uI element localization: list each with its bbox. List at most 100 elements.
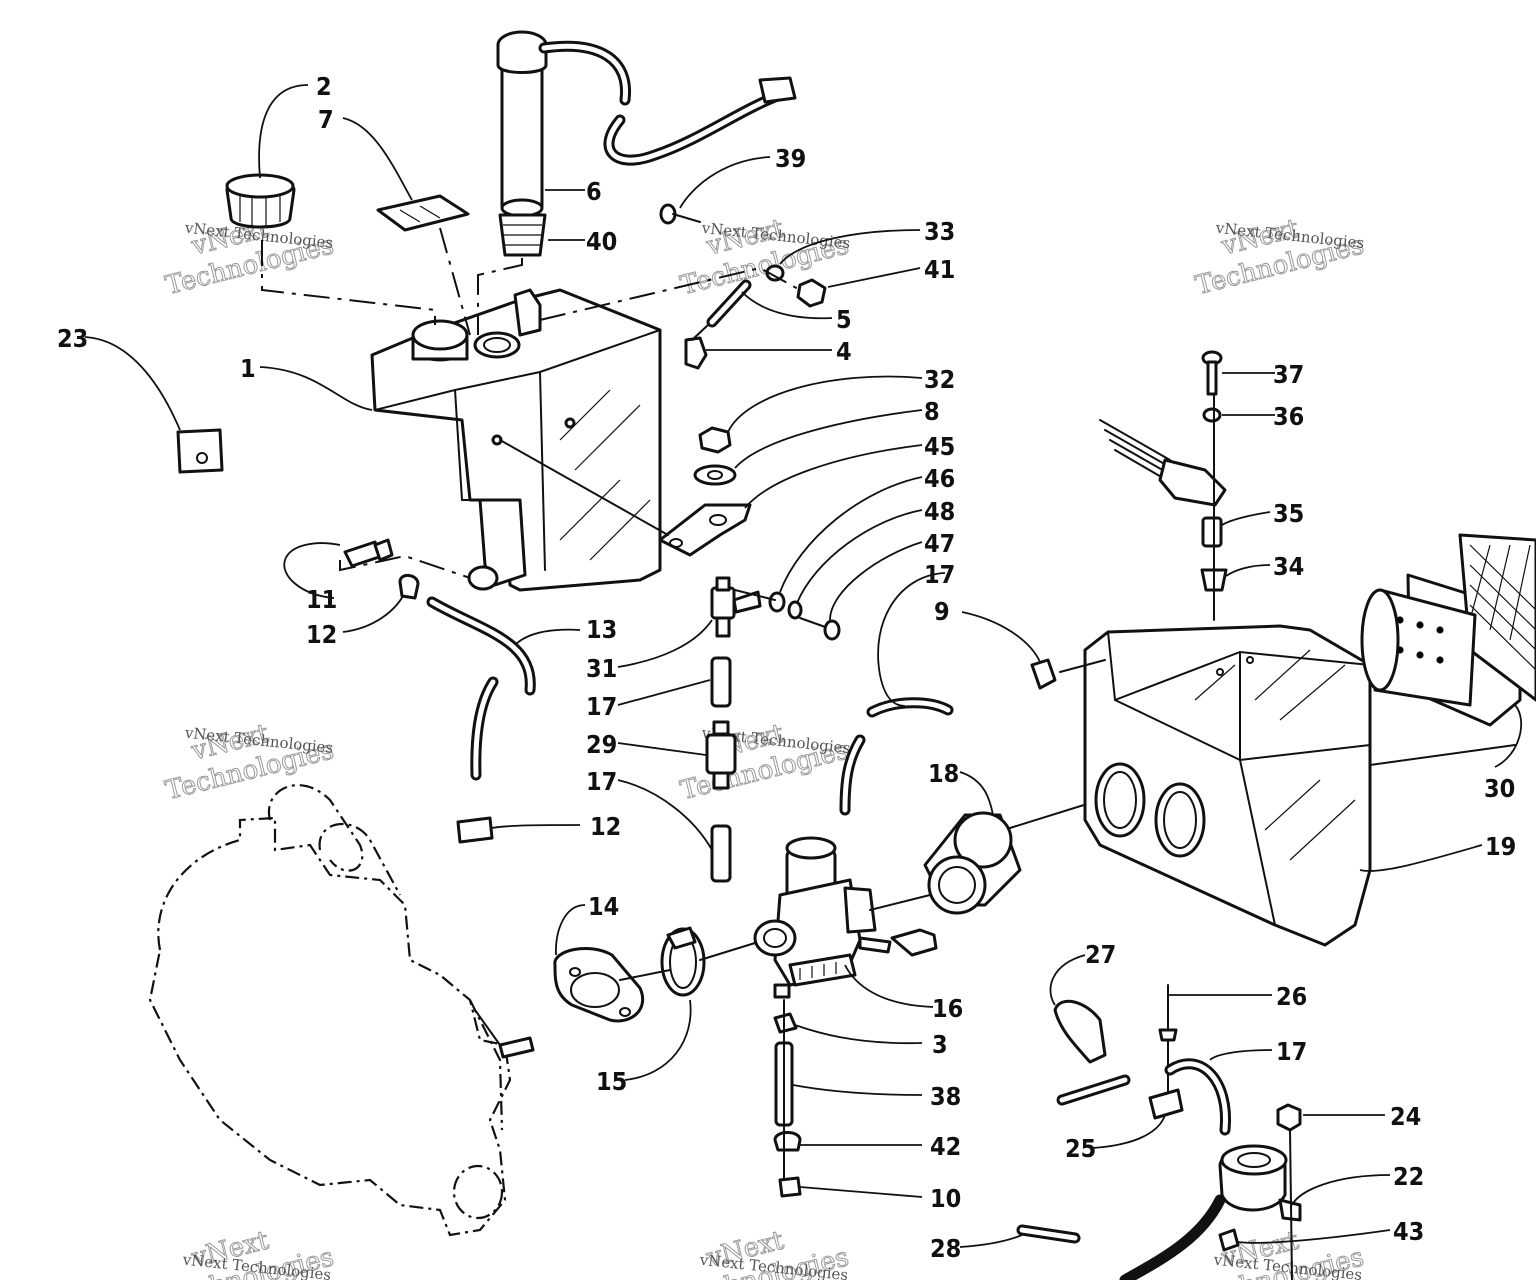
callout-17: 17 <box>586 767 617 796</box>
callout-33: 33 <box>924 217 955 246</box>
washer-48 <box>768 591 786 613</box>
hose-clamp-12-upper <box>398 574 420 600</box>
carb-clamp <box>660 926 706 997</box>
pump-outlet-hose <box>1119 1194 1226 1280</box>
bracket-assembly-line <box>499 439 669 536</box>
mounting-bracket <box>658 503 752 557</box>
intake-flange <box>553 946 645 1023</box>
callout-12: 12 <box>306 620 337 649</box>
cap-assembly-line <box>261 240 436 325</box>
washer-33 <box>765 264 785 282</box>
callout-42: 42 <box>930 1132 961 1161</box>
callout-15: 15 <box>596 1067 627 1096</box>
fuel-hose-short <box>710 656 732 708</box>
callout-12: 12 <box>590 812 621 841</box>
oil-line-assembly-line <box>339 554 471 579</box>
callout-6: 6 <box>586 177 602 206</box>
hose-clamp-12-lower <box>456 816 494 844</box>
tie-wrap <box>1158 984 1178 1096</box>
callout-9: 9 <box>934 597 950 626</box>
callout-34: 34 <box>1273 552 1304 581</box>
hose-clip-25 <box>1148 1088 1184 1120</box>
air-silencer <box>1083 624 1372 947</box>
fuel-pump <box>1218 1144 1302 1222</box>
callout-26: 26 <box>1276 982 1307 1011</box>
hose-clamp-3 <box>773 1012 798 1034</box>
callout-7: 7 <box>318 105 334 134</box>
callout-32: 32 <box>924 365 955 394</box>
callout-41: 41 <box>924 255 955 284</box>
pulse-hose <box>839 697 954 816</box>
callout-37: 37 <box>1273 360 1304 389</box>
callout-8: 8 <box>924 397 940 426</box>
clamp-43 <box>1218 1228 1240 1252</box>
wire-harness <box>1099 419 1227 507</box>
callout-14: 14 <box>588 892 619 921</box>
oil-hose <box>426 596 536 781</box>
callout-3: 3 <box>932 1030 948 1059</box>
callout-36: 36 <box>1273 402 1304 431</box>
fuel-hose-lower <box>710 824 732 883</box>
tube-assembly-line <box>1369 744 1516 766</box>
clip-9 <box>1030 658 1057 690</box>
screw-39 <box>659 203 701 225</box>
oil-line-fitting <box>343 538 394 568</box>
callout-13: 13 <box>586 615 617 644</box>
callout-28: 28 <box>930 1234 961 1263</box>
callout-23: 23 <box>57 324 88 353</box>
nut-24 <box>1276 1103 1302 1132</box>
callout-16: 16 <box>932 994 963 1023</box>
callout-4: 4 <box>836 337 852 366</box>
callout-24: 24 <box>1390 1102 1421 1131</box>
intake-assembly-line <box>619 942 756 981</box>
callout-22: 22 <box>1393 1162 1424 1191</box>
filler-cap <box>225 173 296 229</box>
callout-18: 18 <box>928 759 959 788</box>
callout-25: 25 <box>1065 1134 1096 1163</box>
pump-bolt-line <box>1289 1129 1293 1280</box>
callout-29: 29 <box>586 730 617 759</box>
nut-32 <box>698 426 732 454</box>
oil-level-sender <box>496 30 797 218</box>
carburetor <box>753 836 892 999</box>
callout-17: 17 <box>1276 1037 1307 1066</box>
bolt-46 <box>799 617 841 641</box>
callout-40: 40 <box>586 227 617 256</box>
gauge-assembly-line <box>477 258 523 335</box>
fuel-hose-28 <box>1016 1224 1081 1244</box>
gauge-grommet <box>498 213 547 257</box>
cable-strap <box>1053 999 1107 1064</box>
callout-31: 31 <box>586 654 617 683</box>
spacer-35 <box>1201 516 1223 548</box>
engine-phantom-outline <box>148 784 535 1237</box>
tank-decal <box>376 194 470 232</box>
callout-30: 30 <box>1484 774 1515 803</box>
callout-1: 1 <box>240 354 256 383</box>
callout-47: 47 <box>924 529 955 558</box>
callout-45: 45 <box>924 432 955 461</box>
bolt-37 <box>1201 350 1223 396</box>
callout-2: 2 <box>316 72 332 101</box>
callout-17: 17 <box>924 560 955 589</box>
callout-39: 39 <box>775 144 806 173</box>
tee-fitting <box>710 576 762 638</box>
callout-labels: 2 7 1 23 6 40 39 33 41 5 4 32 8 45 46 48… <box>57 72 1516 1263</box>
callout-48: 48 <box>924 497 955 526</box>
callout-38: 38 <box>930 1082 961 1111</box>
intake-boot <box>923 811 1022 915</box>
callout-35: 35 <box>1273 499 1304 528</box>
impulse-hose <box>1056 1058 1232 1136</box>
oil-tank <box>370 288 662 592</box>
leader-lines <box>84 84 1523 1248</box>
decal-assembly-line <box>439 227 471 336</box>
clip-assembly-line <box>1059 659 1106 673</box>
callout-19: 19 <box>1485 832 1516 861</box>
silencer-intake-tube <box>1360 588 1477 707</box>
callout-5: 5 <box>836 305 852 334</box>
callout-43: 43 <box>1393 1217 1424 1246</box>
wire-connector <box>890 928 938 957</box>
spec-decal <box>176 428 224 474</box>
callout-46: 46 <box>924 464 955 493</box>
callout-10: 10 <box>930 1184 961 1213</box>
